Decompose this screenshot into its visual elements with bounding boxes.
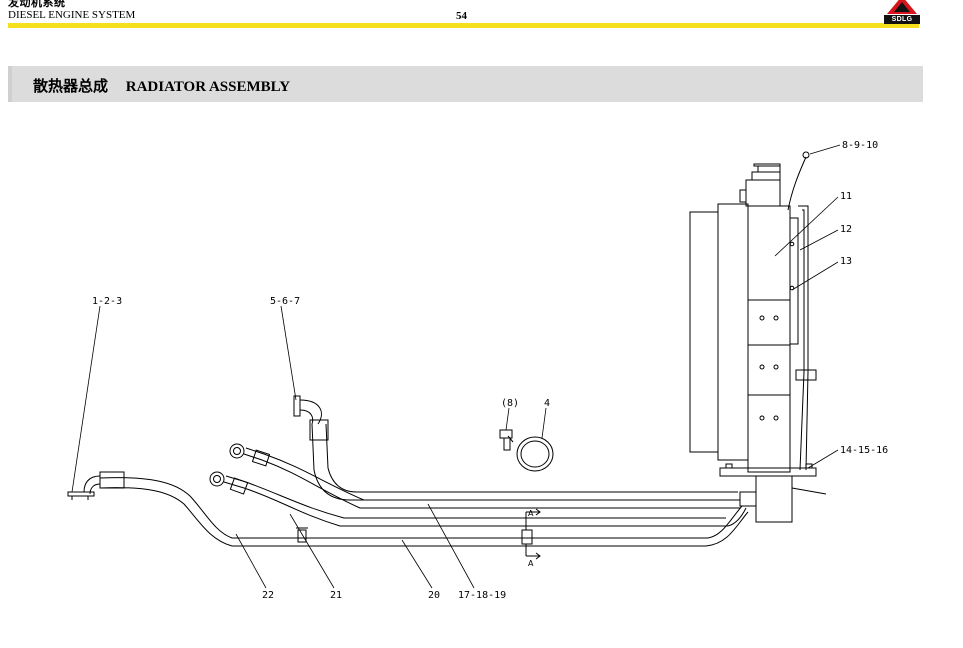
leader-lines [71,144,841,589]
section-a-top-label: A [528,509,534,518]
page-number: 54 [456,10,467,22]
callout-8-9-10: 8-9-10 [842,140,878,151]
brand-label: SDLG [884,15,920,24]
section-a-marker [521,508,541,560]
pipe-17-18-19 [229,443,740,509]
radiator-core [689,203,791,473]
callout-22: 22 [262,590,274,601]
callout-8: (8) [501,398,519,409]
callout-13: 13 [840,256,852,267]
callout-11: 11 [840,191,852,202]
callout-20: 20 [428,590,440,601]
section-title: 散热器总成 RADIATOR ASSEMBLY [33,75,290,96]
section-title-cn: 散热器总成 [33,77,109,95]
radiator-filler-neck [739,163,781,207]
callout-21: 21 [330,590,342,601]
callout-1-2-3: 1-2-3 [92,296,122,307]
section-title-en: RADIATOR ASSEMBLY [125,79,291,95]
hose-clamp-4 [499,429,554,472]
callout-14-15-16: 14-15-16 [840,445,888,456]
section-a-bottom-label: A [528,559,534,568]
chapter-title-cn: 发动机系统 [8,0,66,9]
clamp-21 [296,527,308,543]
sdlg-logo-icon [887,0,917,14]
pipe-20 [209,471,747,527]
radiator-base [719,463,827,523]
pipe-22 [99,477,749,547]
section-bar [8,66,923,102]
callout-4: 4 [544,398,550,409]
system-title: DIESEL ENGINE SYSTEM [8,9,136,21]
callout-5-6-7: 5-6-7 [270,296,300,307]
pipe-5-6-7 [293,395,738,501]
callout-12: 12 [840,224,852,235]
overflow-pipe [787,151,817,471]
header-rule [8,23,919,28]
sight-tube [789,217,799,345]
pipe-1-2-3-end [67,471,125,500]
callout-17-18-19: 17-18-19 [458,590,506,601]
